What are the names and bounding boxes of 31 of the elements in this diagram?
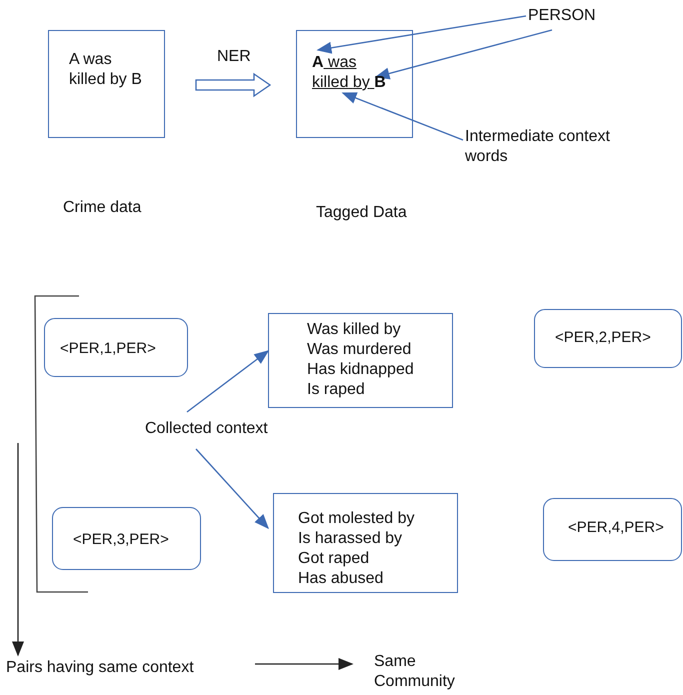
entity-pair-box — [44, 318, 188, 377]
entity-pair-box — [534, 309, 682, 368]
arrow — [316, 15, 526, 54]
text-label: Same Community — [374, 652, 455, 692]
entity-pair-text: <PER,2,PER> — [555, 328, 651, 348]
caption-label: Tagged Data — [316, 204, 407, 222]
text-box — [48, 30, 165, 138]
arrow — [12, 443, 24, 656]
block-arrow — [195, 72, 272, 98]
box-text: Was killed by Was murdered Has kidnapped Is raped — [307, 320, 414, 400]
text-box — [273, 493, 458, 593]
arrow — [196, 448, 269, 530]
arrow — [374, 29, 552, 80]
text-box — [296, 30, 413, 138]
entity-pair-text: <PER,1,PER> — [60, 339, 156, 359]
text-label: Pairs having same context — [6, 658, 194, 678]
box-text: Got molested by Is harassed by Got raped Has abused — [298, 509, 414, 589]
entity-pair-text: <PER,4,PER> — [568, 518, 664, 538]
arrow — [186, 350, 270, 413]
box-text: A was killed by B — [69, 50, 142, 90]
text-label: Intermediate context words — [465, 127, 610, 167]
arrow — [342, 92, 464, 141]
box-text: A was killed by B — [312, 53, 386, 93]
entity-pair-text: <PER,3,PER> — [73, 530, 169, 550]
entity-pair-box — [52, 507, 201, 570]
arrow — [255, 658, 354, 670]
text-box — [268, 313, 453, 408]
caption-label: Crime data — [63, 199, 142, 217]
text-label: PERSON — [528, 6, 596, 26]
text-label: Collected context — [145, 419, 268, 439]
entity-pair-box — [543, 498, 682, 561]
